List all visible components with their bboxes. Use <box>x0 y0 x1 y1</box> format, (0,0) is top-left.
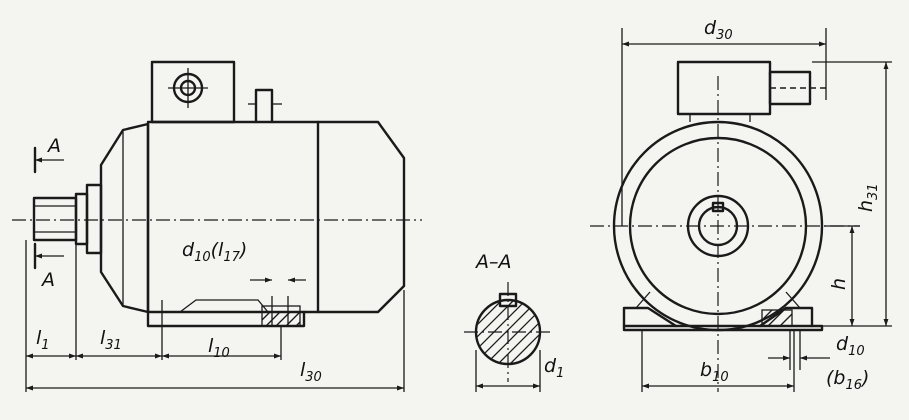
label-d10-front: d10 <box>836 333 865 359</box>
terminal-box <box>150 60 236 124</box>
label-d10-l17: d10(l17) <box>182 239 247 265</box>
section-marker-bottom <box>33 242 64 270</box>
label-h: h <box>828 278 850 290</box>
housing-inner <box>628 136 808 316</box>
labels: A A l1 l31 l10 l30 d10(l17) A–A d1 d30 h… <box>36 17 881 393</box>
terminal-box-front <box>676 60 772 116</box>
label-section-top: A <box>46 135 61 157</box>
mounting-foot <box>146 310 306 328</box>
label-h31: h31 <box>855 183 881 212</box>
label-l10: l10 <box>208 335 230 361</box>
shaft-section-circle <box>474 298 542 366</box>
key-front <box>711 201 725 213</box>
label-l1: l1 <box>36 327 50 353</box>
foot-bolt-hole <box>261 305 301 327</box>
foot-right <box>758 306 814 328</box>
flange-step <box>85 183 103 255</box>
front-view <box>590 28 892 392</box>
label-d1: d1 <box>544 355 564 381</box>
label-b10: b10 <box>700 359 729 385</box>
motor-frame <box>146 120 320 314</box>
shaft-boss <box>686 194 750 258</box>
shaft-collar <box>74 192 89 246</box>
foot-bolt-hole-front <box>761 309 793 327</box>
section-a-a <box>464 282 552 392</box>
end-shield <box>99 122 150 314</box>
foot-base <box>622 324 824 332</box>
label-l31: l31 <box>100 327 122 353</box>
label-b16: (b16) <box>826 367 869 393</box>
label-l30: l30 <box>300 359 322 385</box>
label-section-bottom: A <box>40 269 55 291</box>
label-section-title: A–A <box>474 251 512 273</box>
lifting-eye <box>254 88 274 124</box>
shaft-front <box>697 205 739 247</box>
fan-cover <box>316 120 406 314</box>
side-view <box>12 60 422 392</box>
label-d30: d30 <box>704 17 733 43</box>
shaft <box>32 196 78 242</box>
section-marker-top <box>33 146 64 174</box>
